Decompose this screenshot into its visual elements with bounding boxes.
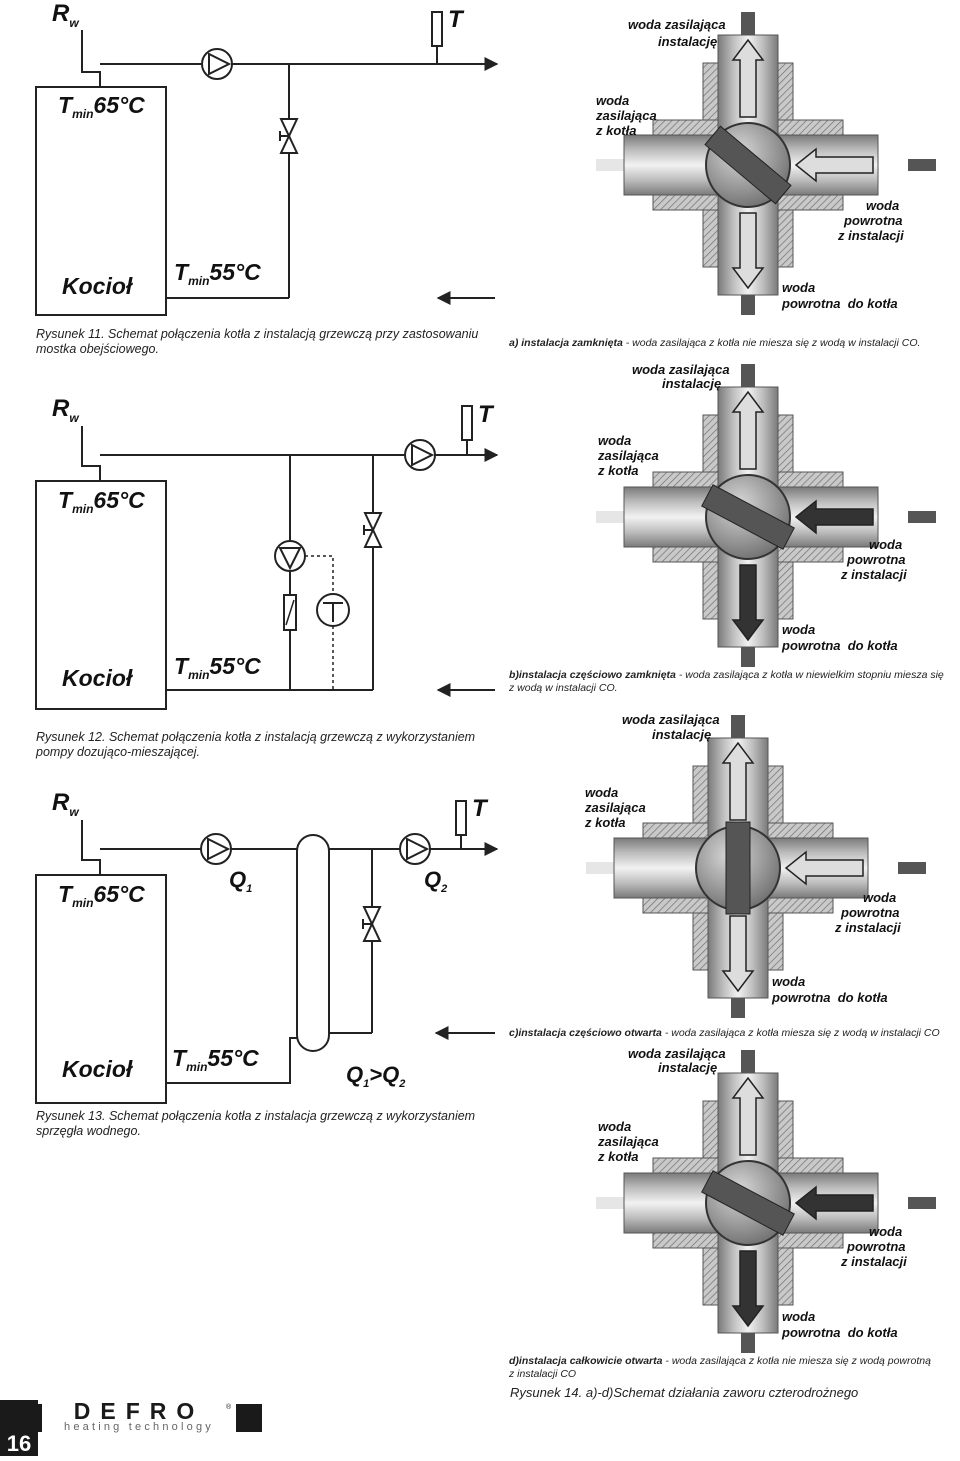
label-supply-boiler: zasilająca xyxy=(584,800,646,815)
label-supply-boiler: zasilająca xyxy=(597,1134,659,1149)
label-supply-installation: instalację xyxy=(658,34,717,49)
valve-icon xyxy=(279,118,298,154)
tmin-low-label: Tmin55°C xyxy=(172,1045,259,1074)
page-number-tab xyxy=(0,1400,38,1456)
label-return-boiler: woda xyxy=(772,974,805,989)
valve-caption-b-line2: z wodą w instalacji CO. xyxy=(508,682,618,694)
rw-label: Rw xyxy=(52,395,79,425)
label-supply-boiler: z kotła xyxy=(597,463,638,478)
label-supply-boiler: z kotła xyxy=(597,1149,638,1164)
label-supply-boiler: woda xyxy=(598,433,631,448)
rw-label: Rw xyxy=(52,0,79,30)
registered-mark: ® xyxy=(226,1403,232,1411)
label-supply-installation: woda zasilająca xyxy=(632,362,730,377)
figure-13-caption-line2: sprzęgła wodnego. xyxy=(36,1124,141,1138)
four-way-valve-figures: woda zasilającainstalacjęwodazasilającaz… xyxy=(508,12,944,1380)
label-supply-boiler: z kotła xyxy=(595,123,636,138)
label-supply-boiler: woda xyxy=(596,93,629,108)
label-supply-boiler: zasilająca xyxy=(597,448,659,463)
q1-label: Q1 xyxy=(229,867,252,895)
label-return-installation: powrotna xyxy=(846,1239,906,1254)
label-return-installation: powrotna xyxy=(846,552,906,567)
temp-label: T xyxy=(478,401,495,428)
valve-caption-d-line2: z instalacji CO xyxy=(508,1368,576,1380)
label-return-boiler: powrotna do kotła xyxy=(771,990,888,1005)
valve-icon xyxy=(363,512,382,548)
tmin-low-label: Tmin55°C xyxy=(174,653,261,682)
tmin-low-label: Tmin55°C xyxy=(174,259,261,288)
dosing-pump-icon xyxy=(274,540,306,572)
label-supply-installation: instalację xyxy=(662,376,721,391)
tmin-high-label: Tmin65°C xyxy=(58,487,145,516)
label-return-installation: z instalacji xyxy=(837,228,904,243)
figure-12-schematic: Rw T Tmin65°C Kocioł Tmin55°C Rysunek 12… xyxy=(35,395,499,759)
figure-11-caption-line1: Rysunek 11. Schemat połączenia kotła z i… xyxy=(36,327,478,341)
temp-label: T xyxy=(448,6,465,33)
valve-icon xyxy=(362,906,381,942)
pump-icon xyxy=(201,48,233,80)
figure-12-caption-line2: pompy dozująco-mieszającej. xyxy=(35,745,200,759)
label-return-boiler: woda xyxy=(782,622,815,637)
figure-12-caption-line1: Rysunek 12. Schemat połączenia kotła z i… xyxy=(36,730,475,744)
brand-name: DEFRO xyxy=(74,1398,205,1424)
label-supply-boiler: zasilająca xyxy=(595,108,657,123)
tmin-high-label: Tmin65°C xyxy=(58,92,145,121)
valve-caption-a: a) instalacja zamknięta - woda zasilając… xyxy=(509,337,920,349)
figure-13-schematic: Rw T Tmin65°C Kocioł Tmin55°C Q1 Q2 Q1>Q… xyxy=(35,789,499,1138)
figure-11-caption-line2: mostka obejściowego. xyxy=(36,342,159,356)
label-return-boiler: powrotna do kotła xyxy=(781,638,898,653)
label-supply-installation: woda zasilająca xyxy=(622,712,720,727)
label-return-installation: woda xyxy=(863,890,896,905)
label-return-installation: z instalacji xyxy=(834,920,901,935)
q2-label: Q2 xyxy=(424,867,447,895)
rw-label: Rw xyxy=(52,789,79,819)
hydraulic-separator xyxy=(296,834,330,1052)
label-return-boiler: woda xyxy=(782,1309,815,1324)
label-return-installation: z instalacji xyxy=(840,567,907,582)
figure-14-caption: Rysunek 14. a)-d)Schemat działania zawor… xyxy=(510,1385,858,1400)
valve-figure-d: woda zasilającainstalacjęwodazasilającaz… xyxy=(508,1046,936,1380)
label-supply-boiler: woda xyxy=(585,785,618,800)
brand-logo: DEFRO ® heating technology xyxy=(64,1398,232,1433)
boiler-label: Kocioł xyxy=(62,273,134,299)
label-supply-boiler: z kotła xyxy=(584,815,625,830)
temp-label: T xyxy=(472,795,489,822)
footer: 16 DEFRO ® heating technology xyxy=(0,1398,262,1456)
label-return-installation: woda xyxy=(869,1224,902,1239)
label-return-installation: woda xyxy=(866,198,899,213)
label-supply-installation: woda zasilająca xyxy=(628,1046,726,1061)
brand-tagline: heating technology xyxy=(64,1421,214,1433)
label-return-boiler: powrotna do kotła xyxy=(781,296,898,311)
label-return-installation: z instalacji xyxy=(840,1254,907,1269)
thermometer-icon xyxy=(461,405,473,441)
pump-q2-icon xyxy=(399,833,431,865)
label-supply-installation: woda zasilająca xyxy=(628,17,726,32)
label-return-installation: powrotna xyxy=(840,905,900,920)
pump-icon xyxy=(404,439,436,471)
valve-caption-d: d)instalacja całkowicie otwarta - woda z… xyxy=(509,1355,931,1367)
thermometer-icon xyxy=(455,800,467,836)
thermometer-icon xyxy=(431,11,443,47)
valve-figure-b: woda zasilającainstalacjęwodazasilającaz… xyxy=(508,362,944,694)
label-return-boiler: woda xyxy=(782,280,815,295)
label-return-boiler: powrotna do kotła xyxy=(781,1325,898,1340)
pump-q1-icon xyxy=(200,833,232,865)
valve-figure-c: woda zasilającainstalacjęwodazasilającaz… xyxy=(509,712,940,1039)
label-return-installation: powrotna xyxy=(843,213,903,228)
valve-caption-c: c)instalacja częściowo otwarta - woda za… xyxy=(509,1027,940,1039)
q-compare-label: Q1>Q2 xyxy=(346,1062,405,1090)
figure-13-caption-line1: Rysunek 13. Schemat połączenia kotła z i… xyxy=(36,1109,475,1123)
boiler-label: Kocioł xyxy=(62,665,134,691)
figure-11-schematic: Rw T Tmin65°C Kocioł Tmin55°C Rysunek 11… xyxy=(35,0,499,356)
label-supply-installation: instalację xyxy=(658,1060,717,1075)
label-supply-boiler: woda xyxy=(598,1119,631,1134)
valve-figure-a: woda zasilającainstalacjęwodazasilającaz… xyxy=(509,12,936,349)
tmin-high-label: Tmin65°C xyxy=(58,881,145,910)
label-supply-installation: instalację xyxy=(652,727,711,742)
boiler-label: Kocioł xyxy=(62,1056,134,1082)
valve-caption-b: b)instalacja częściowo zamknięta - woda … xyxy=(509,669,944,681)
page-number: 16 xyxy=(7,1431,31,1456)
label-return-installation: woda xyxy=(869,537,902,552)
